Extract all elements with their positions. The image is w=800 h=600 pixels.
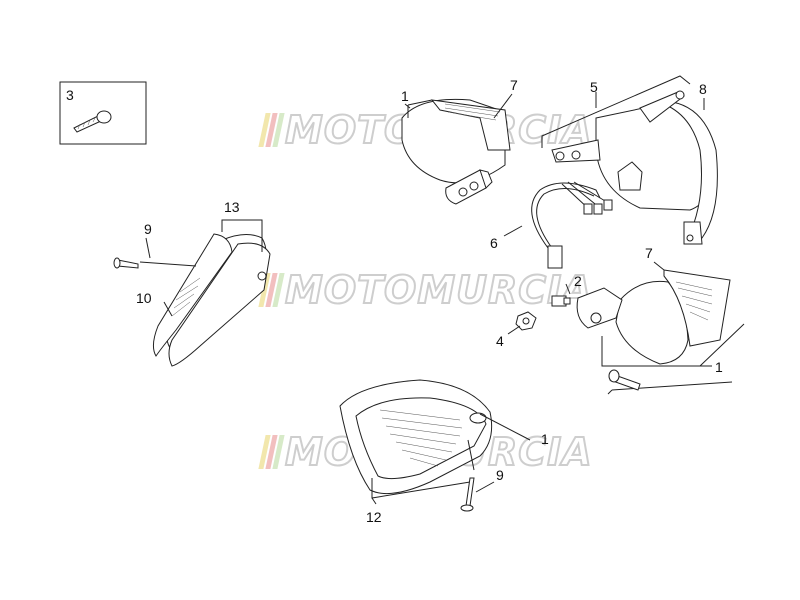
callout-9-bottom: 9 [496,467,504,483]
wiring-harness [531,181,613,269]
watermark-middle: MOTOMURCIA [258,267,593,313]
bottom-reflector-cover [339,379,493,495]
front-left-indicator [401,98,511,205]
callout-9-left: 9 [144,221,152,237]
rear-light-assembly [551,90,718,245]
callout-5: 5 [590,79,598,95]
callout-1-bottom: 1 [541,431,549,447]
callout-4: 4 [496,333,504,349]
callout-13: 13 [224,199,240,215]
callout-1-top: 1 [401,88,409,104]
indicator-bolt [608,369,641,391]
panel-screw [113,257,139,269]
self-tapping-screw [73,110,112,133]
callout-8: 8 [699,81,707,97]
watermark-text: MOTOMURCIA [284,267,593,313]
callout-12: 12 [366,509,382,525]
bush-part-2 [551,295,571,307]
callout-10: 10 [136,290,152,306]
callout-2: 2 [574,273,582,289]
callout-3: 3 [66,87,74,103]
callout-1-right: 1 [715,359,723,375]
side-reflector-panel [152,233,271,367]
callout-7-right: 7 [645,245,653,261]
rear-right-indicator [576,269,731,365]
reflector-screw [460,477,475,512]
callout-7-top: 7 [510,77,518,93]
callout-6: 6 [490,235,498,251]
screw-detail-box [59,81,147,145]
nut-part-4 [515,311,537,331]
